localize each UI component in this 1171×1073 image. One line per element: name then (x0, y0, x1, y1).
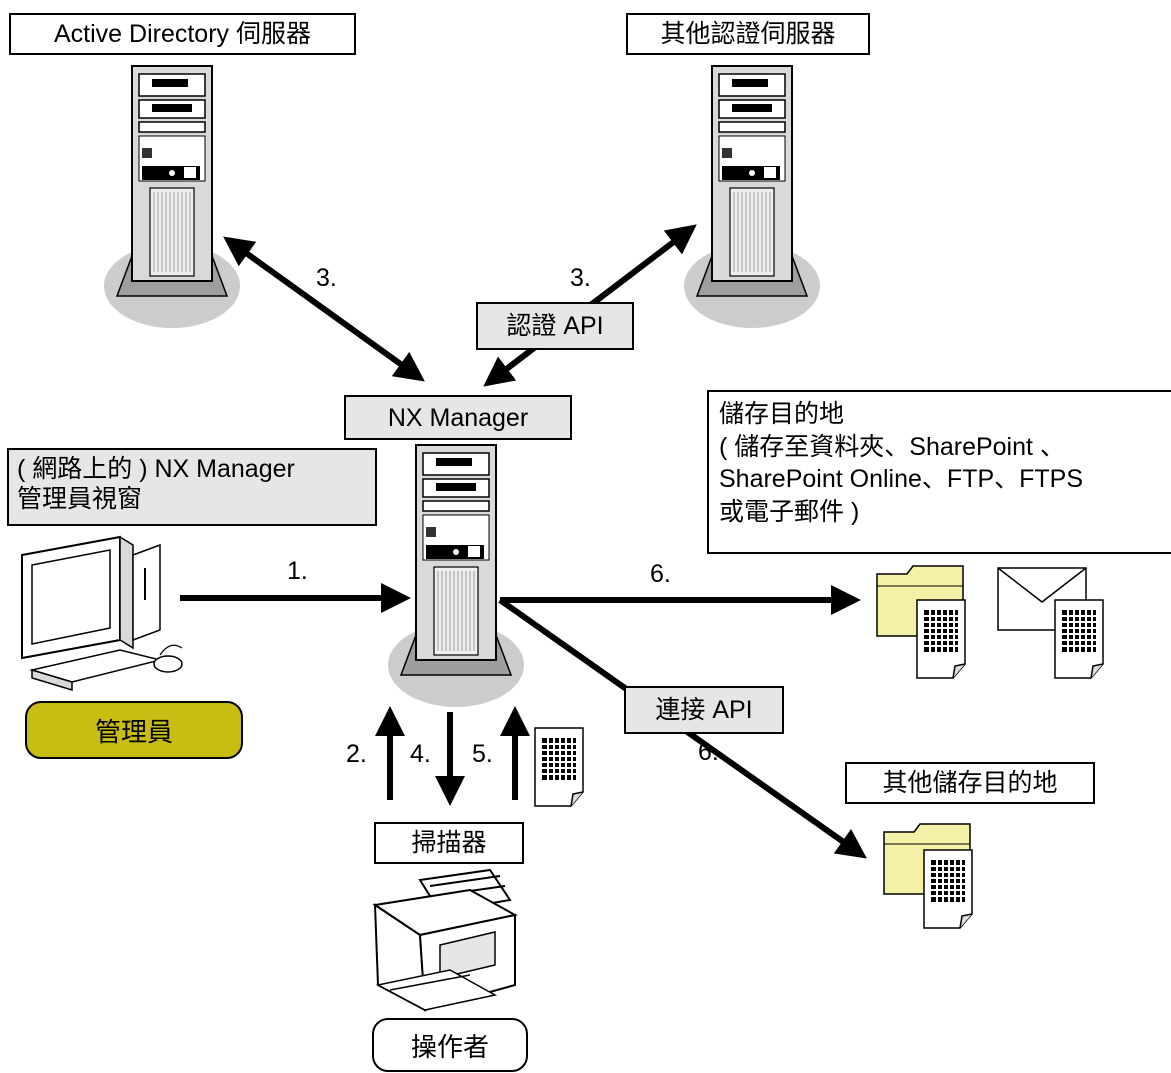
destination-label: 儲存目的地 ( 儲存至資料夾、SharePoint 、 SharePoint O… (707, 390, 1171, 554)
document-icon (1054, 599, 1104, 679)
auth-api-label: 認證 API (476, 302, 634, 350)
step-3-left: 3. (316, 264, 337, 292)
destination-line4: 或電子郵件 ) (719, 497, 860, 526)
destination-line1: 儲存目的地 (719, 400, 845, 428)
step-2: 2. (346, 740, 367, 768)
nx-manager-server-icon (387, 444, 525, 708)
other-destination-label: 其他儲存目的地 (845, 762, 1095, 804)
step-3-right: 3. (570, 264, 591, 292)
step-6-bottom: 6. (698, 738, 719, 766)
step-5: 5. (472, 740, 493, 768)
admin-window-label: ( 網路上的 ) NX Manager 管理員視窗 (7, 448, 377, 526)
admin-window-line1: ( 網路上的 ) NX Manager (17, 455, 295, 483)
arrow-ad-nx (223, 236, 425, 382)
ad-server-label: Active Directory 伺服器 (9, 13, 356, 55)
document-icon (923, 849, 973, 929)
ad-server-icon (103, 65, 241, 329)
destination-line3: SharePoint Online、FTP、FTPS (719, 465, 1084, 493)
step-4: 4. (410, 740, 431, 768)
step-6-top: 6. (650, 560, 671, 588)
scanner-icon (372, 868, 518, 1012)
admin-role-badge: 管理員 (25, 701, 243, 759)
scanner-label: 掃描器 (374, 822, 524, 864)
operator-role-badge: 操作者 (372, 1018, 528, 1072)
computer-icon (21, 535, 183, 692)
scanned-page-icon (534, 727, 584, 807)
connect-api-label: 連接 API (624, 686, 784, 734)
nx-manager-label: NX Manager (344, 395, 572, 440)
step-1: 1. (287, 557, 308, 585)
document-icon (916, 599, 966, 679)
destination-line2: ( 儲存至資料夾、SharePoint 、 (719, 432, 1065, 461)
other-auth-server-label: 其他認證伺服器 (626, 13, 870, 55)
auth-server-icon (683, 65, 821, 329)
admin-window-line2: 管理員視窗 (17, 485, 143, 513)
